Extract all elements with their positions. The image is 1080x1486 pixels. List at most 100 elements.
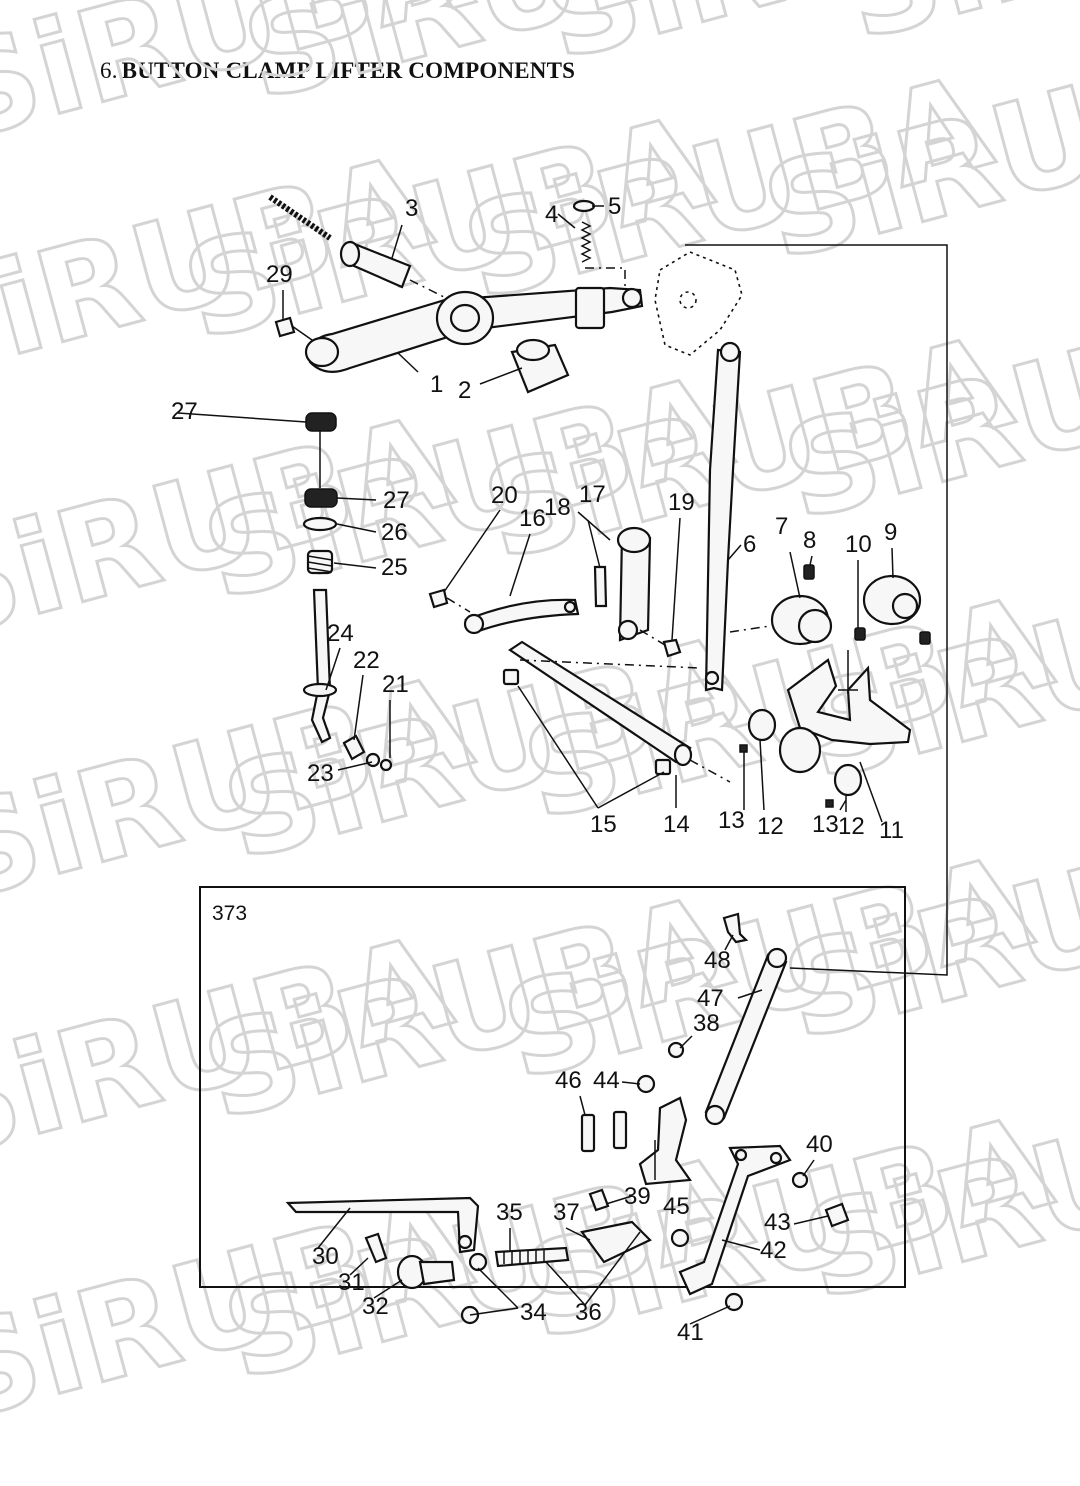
inset-label: 373 xyxy=(212,902,247,925)
link-16-end-a xyxy=(463,613,485,635)
leader-line xyxy=(689,1305,731,1325)
leader-line xyxy=(317,1207,351,1249)
cam-9-hole xyxy=(891,592,919,620)
shaft-14-end xyxy=(673,743,693,767)
link-16 xyxy=(464,598,580,634)
part-number-label: 12 xyxy=(838,813,865,840)
leader-line xyxy=(584,1231,641,1306)
lever-42-eye xyxy=(734,1148,748,1162)
leader-line xyxy=(509,533,531,597)
collar-end xyxy=(515,338,551,362)
leader-line xyxy=(517,685,599,809)
leader-line xyxy=(839,799,847,811)
part-number-label: 45 xyxy=(663,1193,690,1220)
watermark-text: SiRUBA xyxy=(789,528,1080,810)
part-number-label: 42 xyxy=(760,1237,787,1264)
leader-line xyxy=(397,352,419,373)
leader-line xyxy=(721,1239,761,1251)
part-number-label: 27 xyxy=(383,487,410,514)
screw-43 xyxy=(824,1202,850,1228)
part-number-label: 14 xyxy=(663,811,690,838)
bracket-45 xyxy=(638,1096,692,1186)
screw-31 xyxy=(364,1232,388,1264)
part-number-label: 10 xyxy=(845,531,872,558)
pin-19 xyxy=(662,638,682,658)
page-title: 6.BUTTON CLAMP LIFTER COMPONENTS xyxy=(100,58,576,83)
leader-line xyxy=(373,1279,403,1299)
arm-30-eye xyxy=(457,1234,473,1250)
part-number-label: 27 xyxy=(171,398,198,425)
rubber-cap-top xyxy=(305,412,337,432)
leader-line xyxy=(859,761,883,823)
screw-29 xyxy=(274,316,296,338)
part-number-label: 26 xyxy=(381,519,408,546)
leader-line xyxy=(802,1159,815,1177)
leader-line xyxy=(353,674,364,741)
part-number-label: 29 xyxy=(266,261,293,288)
leader-line xyxy=(349,1257,369,1276)
spring-25-coils xyxy=(307,555,333,573)
part-number-label: 18 xyxy=(544,494,571,521)
cam-7-centerline xyxy=(729,625,771,633)
inset-frame xyxy=(199,886,906,1288)
leader-line xyxy=(565,1227,591,1241)
rubber-cap-lower xyxy=(304,488,338,508)
bushing-12a xyxy=(747,708,777,742)
arm-30 xyxy=(285,1196,480,1254)
pin-19-centerline xyxy=(639,629,671,649)
nut-5 xyxy=(572,199,596,213)
leader-line xyxy=(759,739,765,811)
part-number-label: 13 xyxy=(812,811,839,838)
shaft-14-centerline xyxy=(689,759,731,783)
part-number-label: 32 xyxy=(362,1293,389,1320)
part-number-label: 3 xyxy=(405,195,418,222)
part-number-label: 5 xyxy=(608,193,621,220)
clevis-37 xyxy=(580,1220,652,1264)
leader-line xyxy=(577,511,611,541)
leader-line xyxy=(477,1267,519,1309)
part-number-label: 11 xyxy=(879,817,904,844)
part-number-label: 21 xyxy=(382,671,409,698)
part-number-label: 41 xyxy=(677,1319,704,1346)
part-number-label: 37 xyxy=(553,1199,580,1226)
hidden-plate-hole xyxy=(679,291,697,309)
leader-line xyxy=(724,934,734,951)
part-number-label: 23 xyxy=(307,760,334,787)
part-number-label: 36 xyxy=(575,1299,602,1326)
link-47-top-eye xyxy=(766,947,788,969)
pin-36 xyxy=(670,1228,690,1248)
rod-24 xyxy=(310,588,332,744)
part-number-label: 44 xyxy=(593,1067,620,1094)
part-number-label: 9 xyxy=(884,519,897,546)
screw-38 xyxy=(667,1041,685,1059)
hidden-plate xyxy=(654,251,743,356)
screw-10a xyxy=(854,627,866,641)
screw-21 xyxy=(379,758,393,772)
part-number-label: 8 xyxy=(803,527,816,554)
spring-4 xyxy=(580,221,592,263)
watermark-layer: SiRUBASiRUBASiRUBASiRUBASiRUBASiRUBASiRU… xyxy=(0,0,1080,1451)
leader-line xyxy=(336,497,377,501)
leader-line xyxy=(891,547,894,579)
washer-23 xyxy=(365,752,381,768)
part-number-label: 17 xyxy=(579,481,606,508)
cam-7-hub xyxy=(797,608,833,644)
part-number-label: 46 xyxy=(555,1067,582,1094)
threaded-rod-35-thread xyxy=(503,1250,545,1264)
leader-line xyxy=(325,647,341,691)
long-bar-top-hole xyxy=(719,341,741,363)
part-number-label: 38 xyxy=(693,1010,720,1037)
nut-34a xyxy=(468,1252,488,1272)
leader-line xyxy=(809,555,813,566)
leader-line xyxy=(793,1215,829,1225)
lever-hub-hole xyxy=(449,303,481,333)
lever-tip xyxy=(621,287,643,309)
leader-line xyxy=(621,1081,641,1085)
lever-end-boss xyxy=(304,336,340,368)
part-number-label: 7 xyxy=(775,513,788,540)
lever-42-eye-b xyxy=(769,1151,783,1165)
collar-15a xyxy=(502,668,520,686)
link-47-bottom-eye xyxy=(704,1104,726,1126)
part-number-label: 48 xyxy=(704,947,731,974)
